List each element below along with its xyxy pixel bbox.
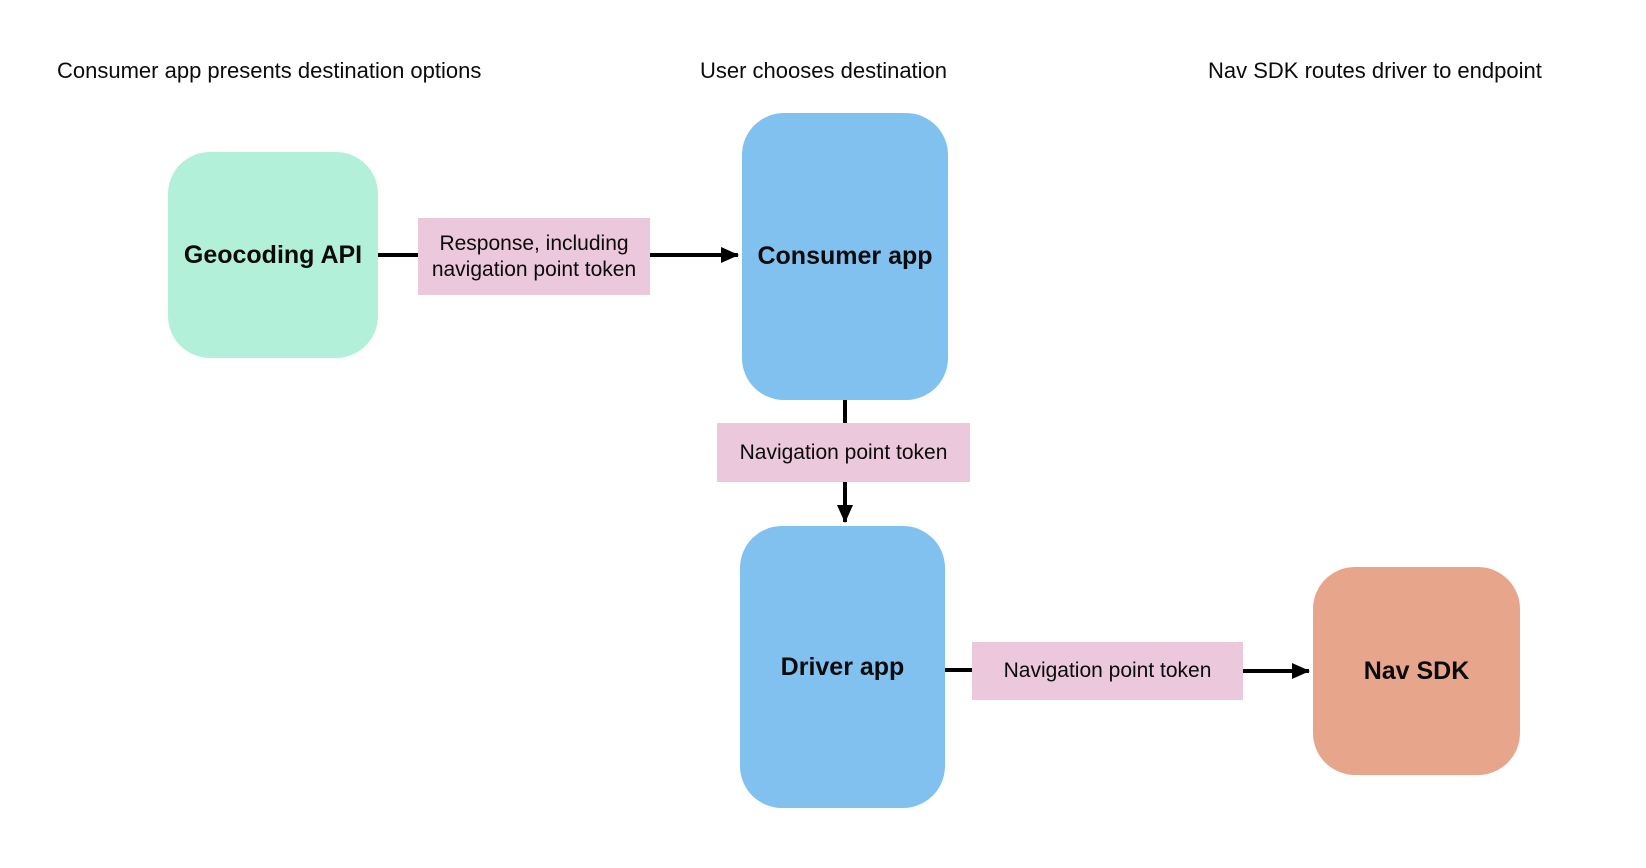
node-driver-app: Driver app <box>740 526 945 808</box>
lane-title-navsdk-routes: Nav SDK routes driver to endpoint <box>1208 58 1542 83</box>
node-consumer-app-label: Consumer app <box>757 242 933 270</box>
edge-label-response-token: Response, including navigation point tok… <box>418 218 650 295</box>
edge-label-navigation-point-token-vertical: Navigation point token <box>717 423 970 482</box>
edge-label-navigation-point-token-vertical-text: Navigation point token <box>739 440 948 464</box>
lane-title-user-chooses: User chooses destination <box>700 58 948 83</box>
node-geocoding-api: Geocoding API <box>168 152 378 358</box>
edge-label-response-token-text: Response, including navigation point tok… <box>431 231 637 281</box>
connector-lines <box>378 247 1310 679</box>
lane-title-consumer-presents: Consumer app presents destination option… <box>57 58 482 83</box>
node-geocoding-api-label: Geocoding API <box>183 240 363 269</box>
node-nav-sdk: Nav SDK <box>1313 567 1520 775</box>
node-driver-app-label: Driver app <box>780 652 905 681</box>
edge-label-navigation-point-token-horizontal: Navigation point token <box>972 642 1243 700</box>
node-consumer-app: Consumer app <box>742 113 948 400</box>
node-nav-sdk-label: Nav SDK <box>1363 656 1470 685</box>
edge-label-navigation-point-token-horizontal-text: Navigation point token <box>1003 659 1212 682</box>
